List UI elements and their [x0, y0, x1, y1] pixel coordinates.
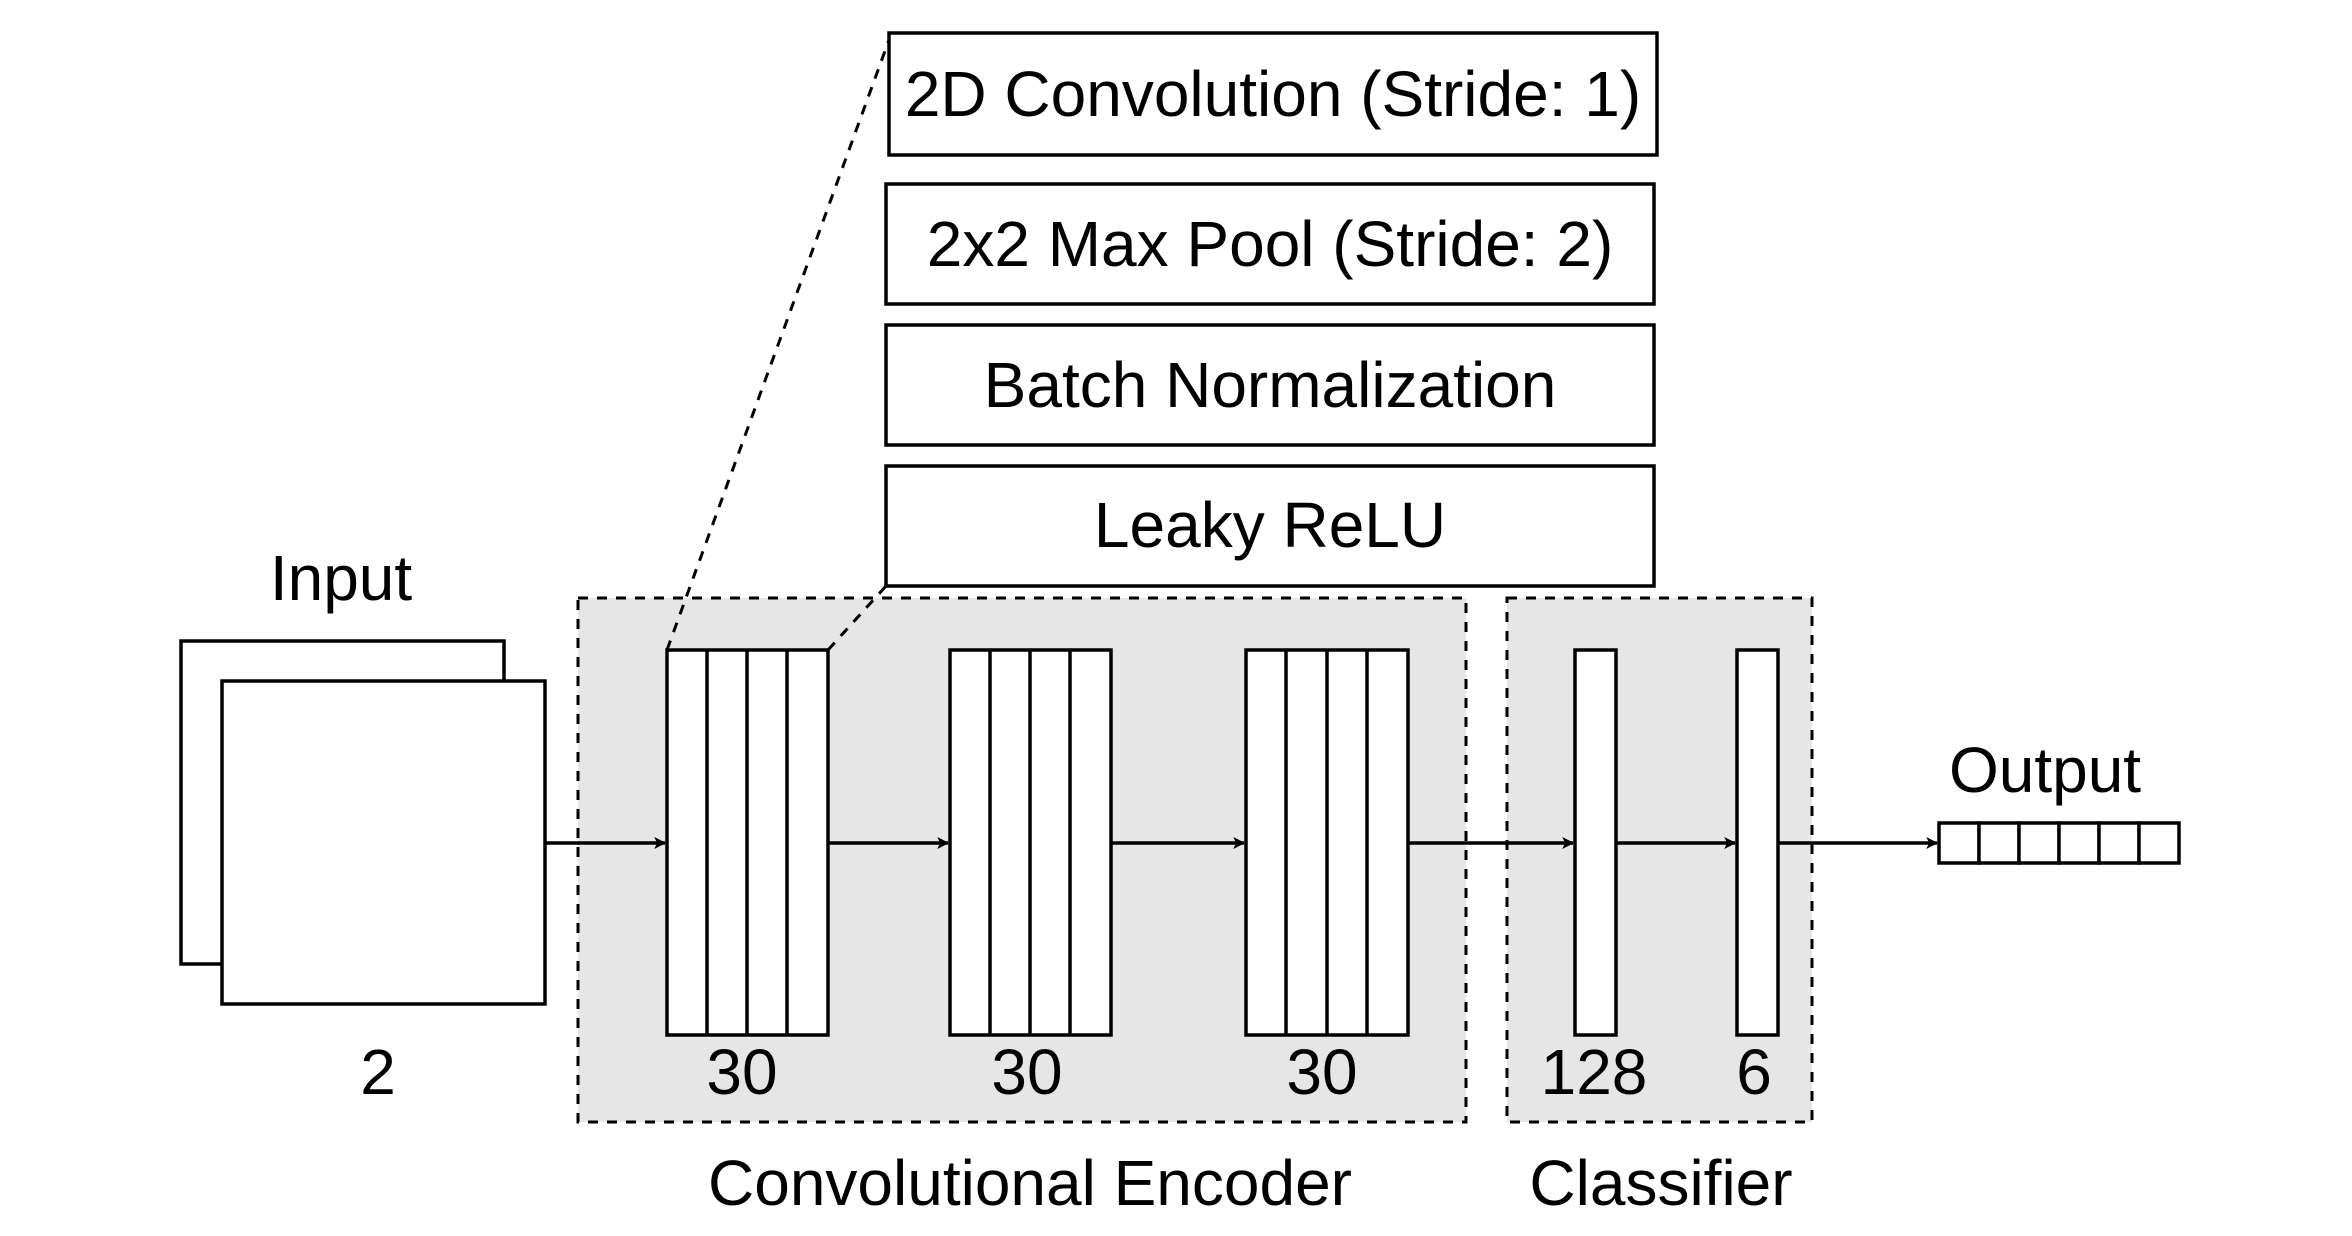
conv-block-2 — [948, 648, 1113, 1037]
layer-label-conv: 2D Convolution (Stride: 1) — [905, 58, 1641, 130]
output-cell — [1937, 821, 1981, 865]
zoom-line-bottom — [826, 584, 888, 652]
layer-box-batchnorm — [884, 323, 1656, 447]
zoom-line-top — [665, 39, 891, 651]
classifier-group-label: Classifier — [1529, 1147, 1792, 1219]
encoder-group-label: Convolutional Encoder — [708, 1147, 1352, 1219]
output-label: Output — [1949, 734, 2141, 806]
classifier-layer-2 — [1735, 648, 1780, 1037]
output-vector — [1937, 821, 2181, 865]
layer-label-batchnorm: Batch Normalization — [984, 349, 1557, 421]
output-cell — [2097, 821, 2141, 865]
conv-block-3 — [1244, 648, 1410, 1037]
conv-block-1 — [665, 648, 830, 1037]
conv-block-3-channels: 30 — [1286, 1036, 1357, 1108]
output-cell — [2057, 821, 2101, 865]
layer-box-conv — [887, 31, 1659, 157]
classifier-layer-1 — [1573, 648, 1618, 1037]
output-cell — [1977, 821, 2021, 865]
input-feature-maps — [179, 639, 547, 1006]
output-cell — [2017, 821, 2061, 865]
layer-label-leakyrelu: Leaky ReLU — [1094, 489, 1446, 561]
layer-box-leakyrelu — [884, 464, 1656, 588]
conv-block-2-channels: 30 — [991, 1036, 1062, 1108]
layer-label-maxpool: 2x2 Max Pool (Stride: 2) — [927, 208, 1614, 280]
layer-stack: 2D Convolution (Stride: 1) 2x2 Max Pool … — [884, 31, 1659, 588]
conv-block-1-channels: 30 — [706, 1036, 777, 1108]
classifier-layer-2-units: 6 — [1736, 1036, 1772, 1108]
input-channels-label: 2 — [360, 1036, 396, 1108]
input-label: Input — [270, 542, 413, 614]
layer-box-maxpool — [884, 182, 1656, 306]
input-map-front — [220, 679, 547, 1006]
output-cell — [2137, 821, 2181, 865]
classifier-layer-1-units: 128 — [1541, 1036, 1648, 1108]
